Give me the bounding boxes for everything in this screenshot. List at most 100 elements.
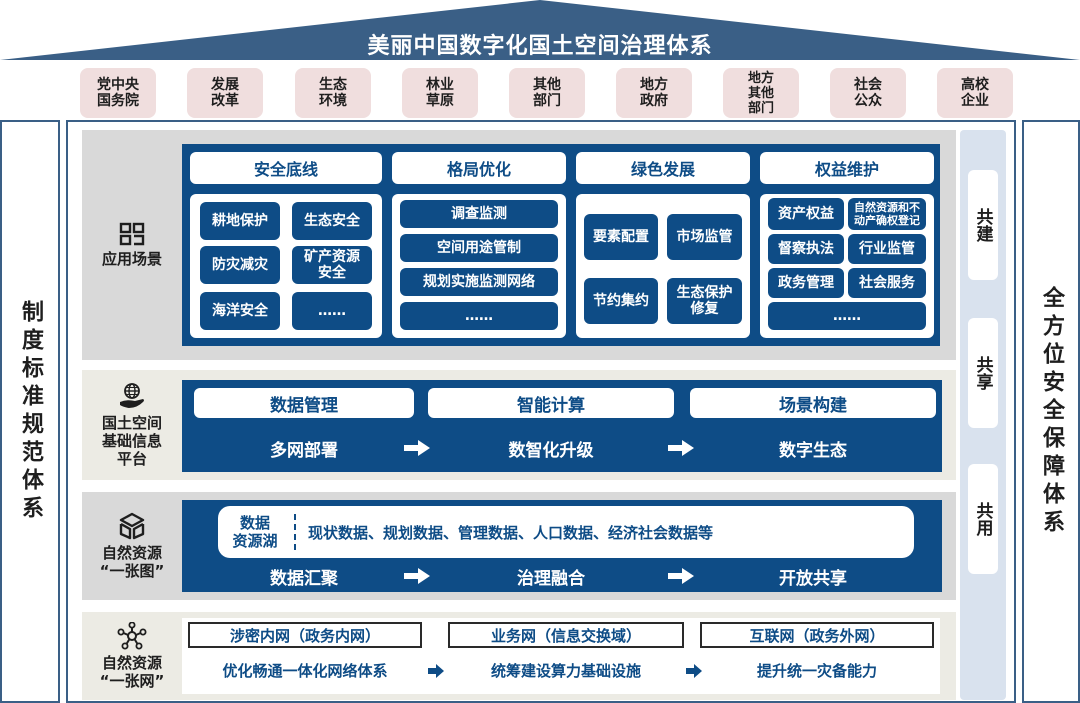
main-frame: 应用场景 安全底线 耕地保护 生态安全 防灾减灾 矿产资源 安全 海洋安全 ………: [66, 120, 1016, 703]
app-column-rights-protection: 权益维护 资产权益 自然资源和不 动产确权登记 督察执法 行业监管 政务管理 社…: [760, 152, 934, 340]
flow-step: 统筹建设算力基础设施: [490, 662, 641, 680]
shared-tag-label: 共享: [972, 356, 993, 390]
stakeholder-box: 地方 其他 部门: [723, 68, 799, 118]
flow-step: 治理融合: [517, 569, 585, 589]
right-pillar-label: 全方位安全保障体系: [1039, 285, 1064, 538]
stakeholder-box: 发展 改革: [187, 68, 263, 118]
lake-divider: [294, 514, 296, 550]
stakeholder-box: 其他 部门: [509, 68, 585, 118]
arrow-right-icon: [686, 664, 702, 678]
column-body: 资产权益 自然资源和不 动产确权登记 督察执法 行业监管 政务管理 社会服务 ……: [760, 194, 934, 338]
platform-capability: 场景构建: [690, 388, 936, 418]
layer-label-platform: 国土空间 基础信息 平台: [82, 370, 182, 480]
layer-label-one-net: 自然资源 “一张网”: [82, 612, 182, 700]
column-header: 格局优化: [392, 152, 566, 184]
layer-title: 自然资源 “一张网”: [99, 654, 165, 690]
layer-title: 应用场景: [101, 250, 162, 268]
flow-step: 数字生态: [779, 441, 847, 461]
right-pillar-security: 全方位安全保障体系: [1022, 120, 1080, 703]
column-body: 要素配置 市场监管 节约集约 生态保护 修复: [576, 194, 750, 338]
scenario-chip: 社会服务: [848, 268, 926, 298]
stakeholder-box: 生态 环境: [295, 68, 371, 118]
lake-title: 数据 资源湖: [232, 514, 278, 550]
scenario-chip: 生态安全: [292, 202, 372, 240]
scenario-chip-more: ……: [768, 302, 926, 330]
flow-step: 优化畅通一体化网络体系: [222, 662, 388, 680]
grid-apps-icon: [119, 222, 145, 246]
stakeholder-box: 社会 公众: [830, 68, 906, 118]
arrow-right-icon: [668, 568, 694, 584]
arrow-right-icon: [404, 440, 430, 456]
scenario-chip: 防灾减灾: [200, 246, 280, 284]
left-pillar-label: 制度标准规范体系: [18, 299, 43, 524]
column-header: 安全底线: [190, 152, 382, 184]
scenario-chip: 耕地保护: [200, 202, 280, 240]
stakeholder-box: 高校 企业: [937, 68, 1013, 118]
shared-tag-co-use: 共用: [968, 464, 998, 574]
network-type: 涉密内网（政务内网）: [188, 622, 422, 648]
layer-label-application: 应用场景: [82, 130, 182, 360]
shared-tag-co-build: 共建: [968, 170, 998, 280]
arrow-right-icon: [404, 568, 430, 584]
platform-box: 数据管理 智能计算 场景构建 多网部署 数智化升级 数字生态: [182, 380, 942, 472]
scenario-chip-more: ……: [292, 292, 372, 330]
flow-step: 多网部署: [270, 441, 338, 461]
column-body: 调查监测 空间用途管制 规划实施监测网络 ……: [392, 194, 566, 338]
app-column-green-development: 绿色发展 要素配置 市场监管 节约集约 生态保护 修复: [576, 152, 750, 340]
flow-step: 提升统一灾备能力: [756, 662, 877, 680]
app-column-safety-baseline: 安全底线 耕地保护 生态安全 防灾减灾 矿产资源 安全 海洋安全 ……: [190, 152, 382, 340]
application-scenarios-box: 安全底线 耕地保护 生态安全 防灾减灾 矿产资源 安全 海洋安全 …… 格局优化…: [182, 144, 940, 346]
scenario-chip: 生态保护 修复: [667, 278, 742, 324]
network-type: 业务网（信息交换域）: [448, 622, 684, 648]
platform-capability: 智能计算: [428, 388, 674, 418]
app-column-pattern-optimization: 格局优化 调查监测 空间用途管制 规划实施监测网络 ……: [392, 152, 566, 340]
stakeholder-box: 地方 政府: [616, 68, 692, 118]
scenario-chip: 空间用途管制: [400, 234, 558, 262]
cube-icon: [119, 512, 145, 540]
flow-step: 开放共享: [779, 569, 847, 589]
shared-tag-label: 共建: [972, 208, 993, 242]
scenario-chip: 督察执法: [768, 234, 844, 264]
data-resource-lake: 数据 资源湖 现状数据、规划数据、管理数据、人口数据、经济社会数据等: [218, 506, 914, 558]
left-pillar-standards: 制度标准规范体系: [0, 120, 60, 703]
scenario-chip: 规划实施监测网络: [400, 268, 558, 296]
column-header: 绿色发展: [576, 152, 750, 184]
flow-step: 数据汇聚: [270, 569, 338, 589]
scenario-chip: 市场监管: [667, 214, 742, 260]
stakeholder-row: 党中央 国务院 发展 改革 生态 环境 林业 草原 其他 部门 地方 政府 地方…: [0, 68, 1080, 120]
flow-step: 数智化升级: [508, 441, 594, 461]
layer-application: 应用场景 安全底线 耕地保护 生态安全 防灾减灾 矿产资源 安全 海洋安全 ………: [82, 130, 956, 360]
layer-one-net: 自然资源 “一张网” 涉密内网（政务内网） 业务网（信息交换域） 互联网（政务外…: [82, 612, 956, 700]
roof-shape: [0, 0, 1080, 60]
layer-label-one-map: 自然资源 “一张图”: [82, 492, 182, 600]
scenario-chip: 要素配置: [584, 214, 658, 260]
shared-tag-co-share: 共享: [968, 318, 998, 428]
shared-principles-column: 共建 共享 共用: [960, 130, 1006, 700]
stakeholder-box: 党中央 国务院: [80, 68, 156, 118]
scenario-chip: 自然资源和不 动产确权登记: [848, 198, 926, 230]
layer-title: 自然资源 “一张图”: [99, 544, 165, 580]
stakeholder-box: 林业 草原: [402, 68, 478, 118]
layer-platform: 国土空间 基础信息 平台 数据管理 智能计算 场景构建 多网部署 数智化升级 数…: [82, 370, 956, 480]
roof-banner: 美丽中国数字化国土空间治理体系: [0, 0, 1080, 62]
diagram-title: 美丽中国数字化国土空间治理体系: [367, 34, 713, 59]
network-type: 互联网（政务外网）: [700, 622, 934, 648]
column-body: 耕地保护 生态安全 防灾减灾 矿产资源 安全 海洋安全 ……: [190, 194, 382, 338]
one-net-box: 涉密内网（政务内网） 业务网（信息交换域） 互联网（政务外网） 优化畅通一体化网…: [182, 618, 940, 694]
scenario-chip: 矿产资源 安全: [292, 246, 372, 284]
scenario-chip: 资产权益: [768, 198, 844, 230]
scenario-chip-more: ……: [400, 302, 558, 330]
scenario-chip: 调查监测: [400, 200, 558, 228]
scenario-chip: 海洋安全: [200, 292, 280, 330]
column-header: 权益维护: [760, 152, 934, 184]
one-map-box: 数据 资源湖 现状数据、规划数据、管理数据、人口数据、经济社会数据等 数据汇聚 …: [182, 500, 942, 592]
network-nodes-icon: [117, 622, 147, 650]
arrow-right-icon: [428, 664, 444, 678]
platform-capability: 数据管理: [194, 388, 414, 418]
arrow-right-icon: [668, 440, 694, 456]
layer-one-map: 自然资源 “一张图” 数据 资源湖 现状数据、规划数据、管理数据、人口数据、经济…: [82, 492, 956, 600]
layer-title: 国土空间 基础信息 平台: [101, 414, 162, 468]
scenario-chip: 政务管理: [768, 268, 844, 298]
globe-hand-icon: [120, 383, 144, 408]
shared-tag-label: 共用: [972, 502, 993, 536]
